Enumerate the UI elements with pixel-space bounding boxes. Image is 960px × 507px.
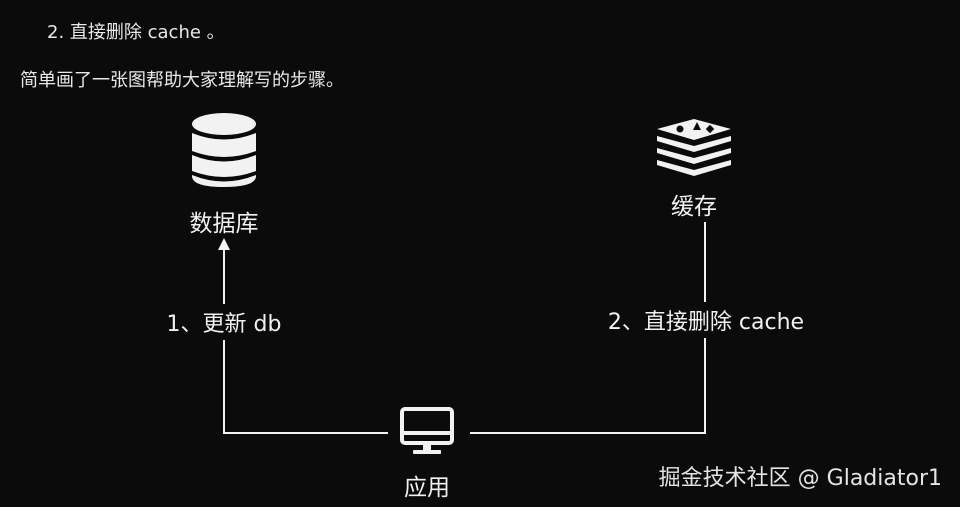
edge-app-to-cache-line (470, 222, 706, 434)
cache-label: 缓存 (671, 194, 717, 220)
monitor-icon (400, 407, 454, 454)
edge-label-update-db: 1、更新 db (162, 304, 286, 340)
arrow-head-db (218, 238, 230, 250)
redis-icon (657, 119, 731, 176)
database-icon (192, 113, 256, 187)
watermark-text: 掘金技术社区 @ Gladiator1 (658, 466, 942, 491)
intro-text: 简单画了一张图帮助大家理解写的步骤。 (20, 70, 344, 91)
list-item-step-2: 2. 直接删除 cache 。 (47, 22, 225, 43)
database-label: 数据库 (189, 211, 259, 237)
edge-app-to-db-line (223, 248, 388, 434)
edge-label-delete-cache: 2、直接删除 cache (603, 302, 809, 338)
app-label: 应用 (404, 475, 450, 501)
